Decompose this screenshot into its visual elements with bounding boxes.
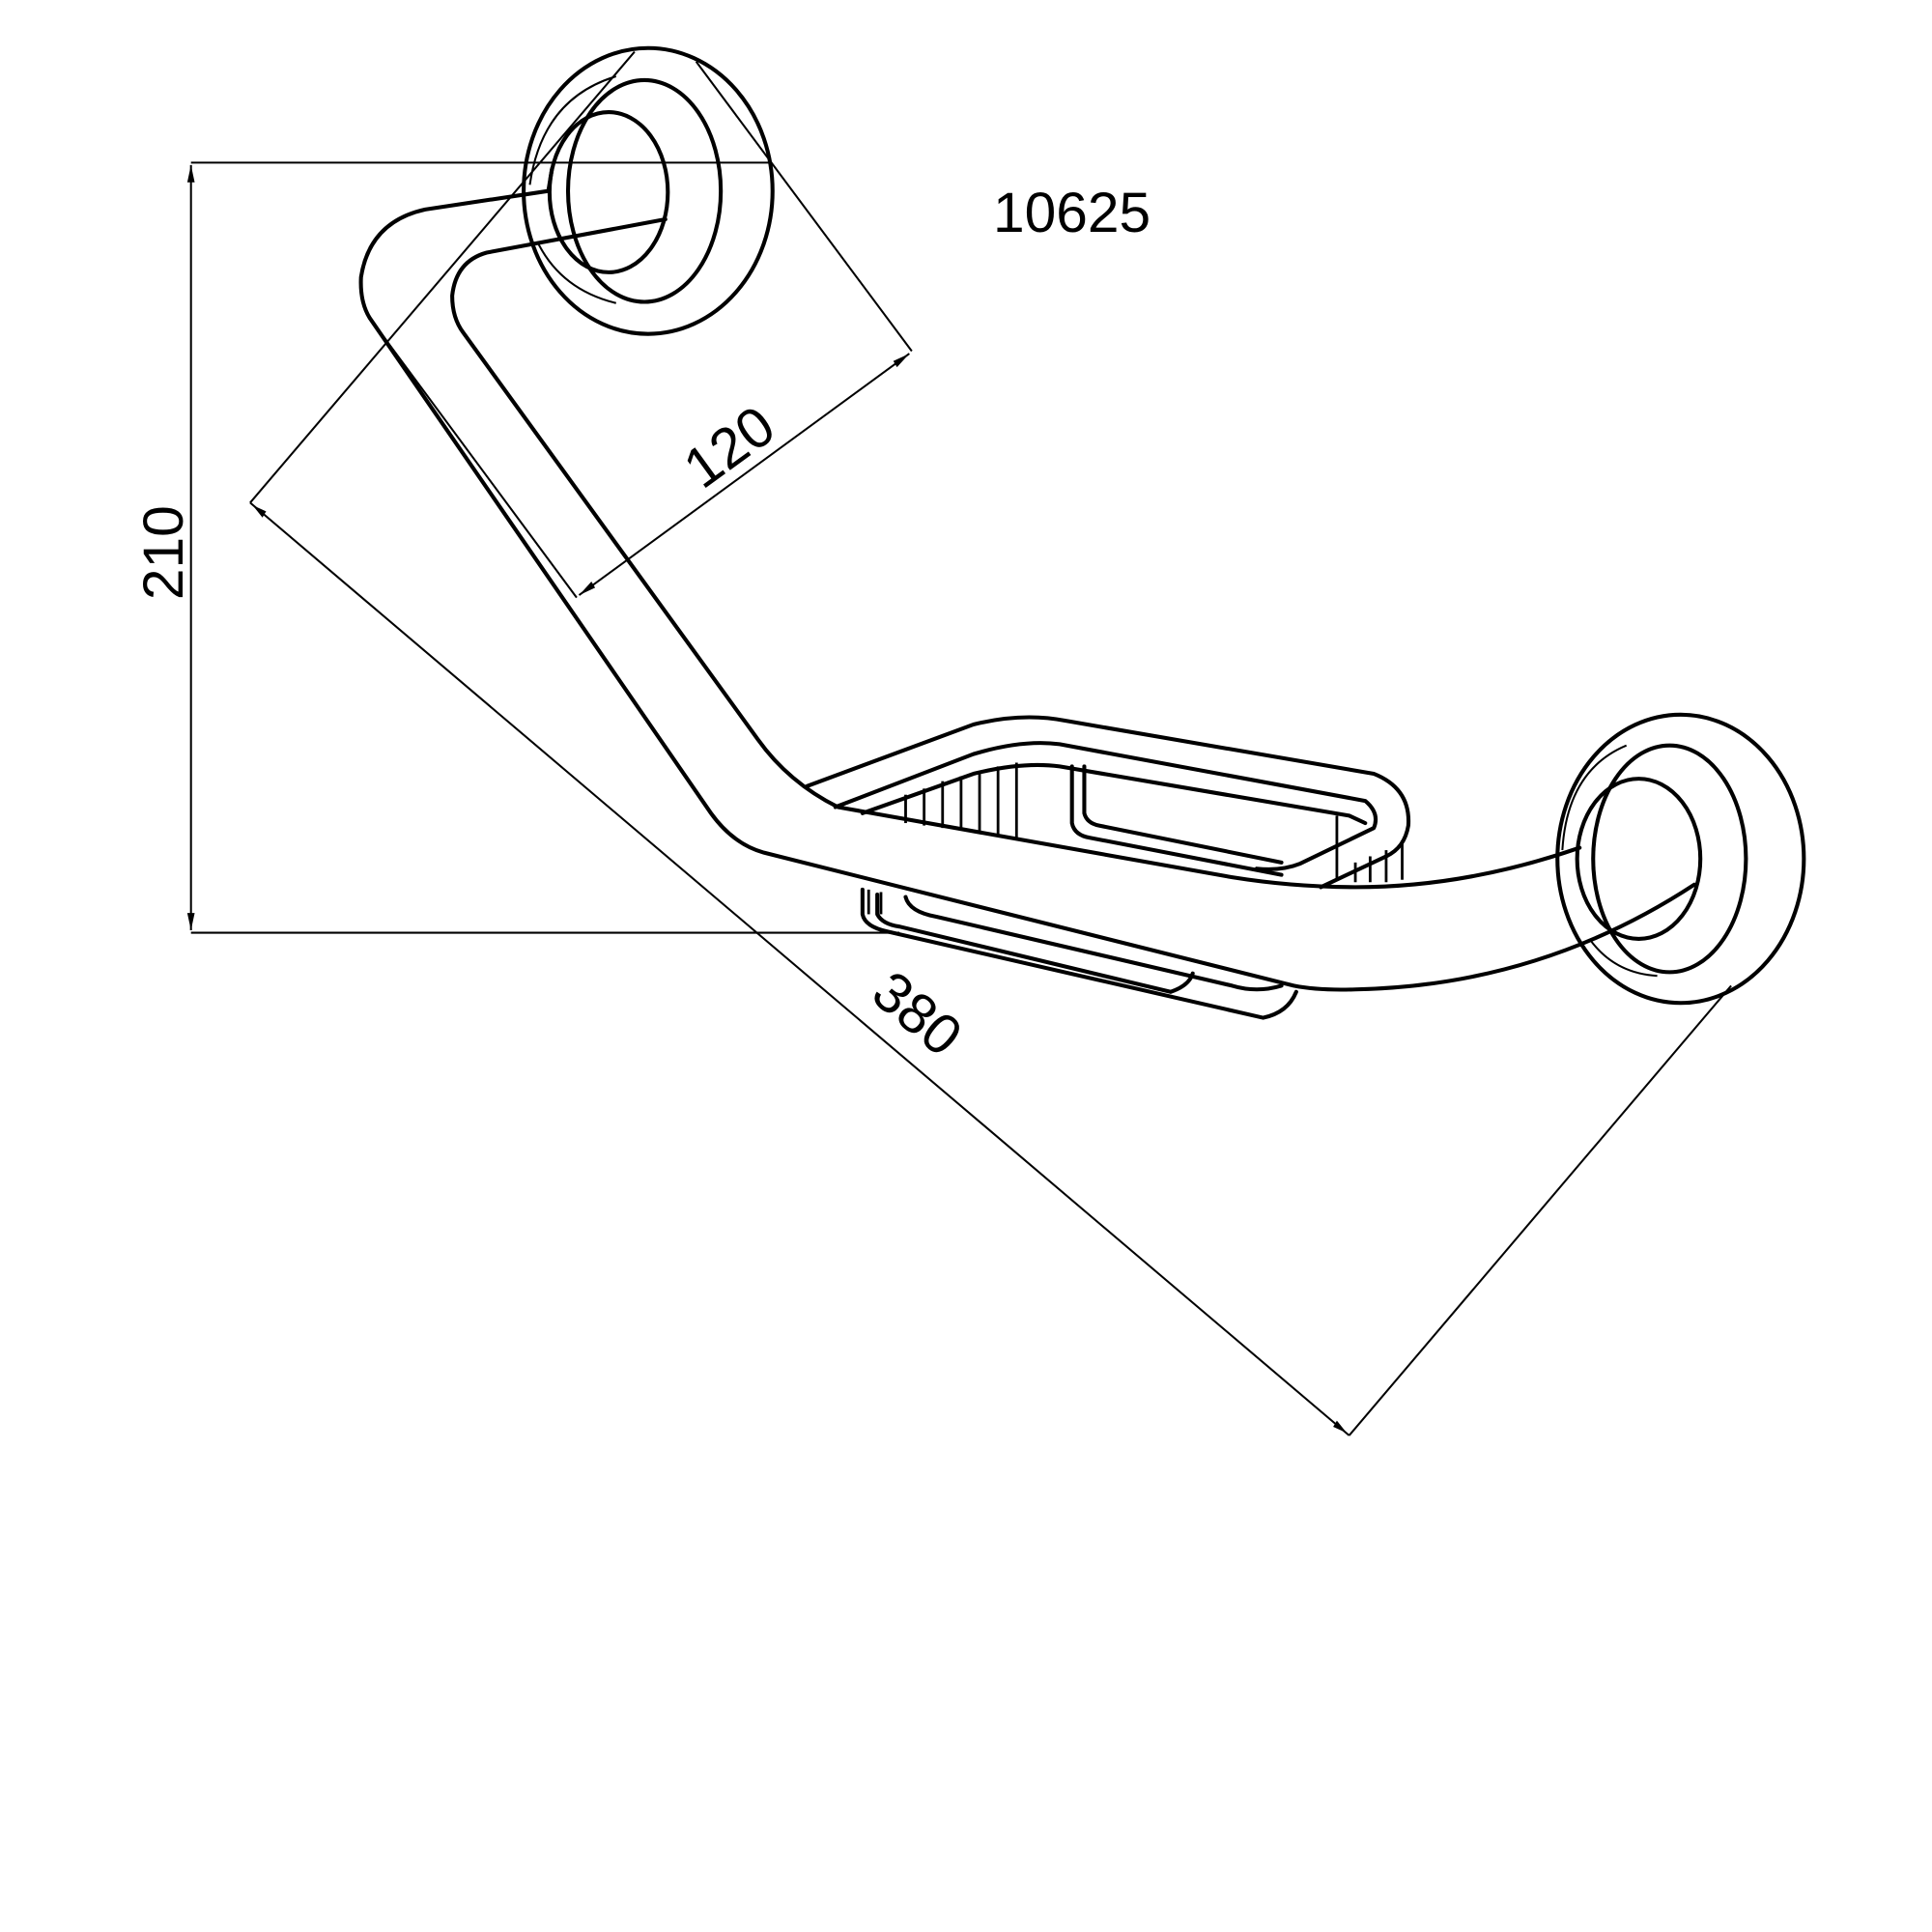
grab-bar bbox=[358, 166, 1696, 992]
dimension-length-label: 380 bbox=[861, 959, 974, 1068]
dimension-height: 210 bbox=[132, 161, 900, 934]
rosette-right bbox=[1555, 712, 1806, 1006]
soap-basket bbox=[805, 715, 1411, 1020]
dimension-height-label: 210 bbox=[132, 505, 195, 600]
product-code: 10625 bbox=[993, 182, 1151, 244]
dimension-depth: 120 bbox=[578, 61, 913, 596]
dimension-depth-label: 120 bbox=[672, 394, 785, 500]
rosette-top-left bbox=[522, 45, 775, 336]
